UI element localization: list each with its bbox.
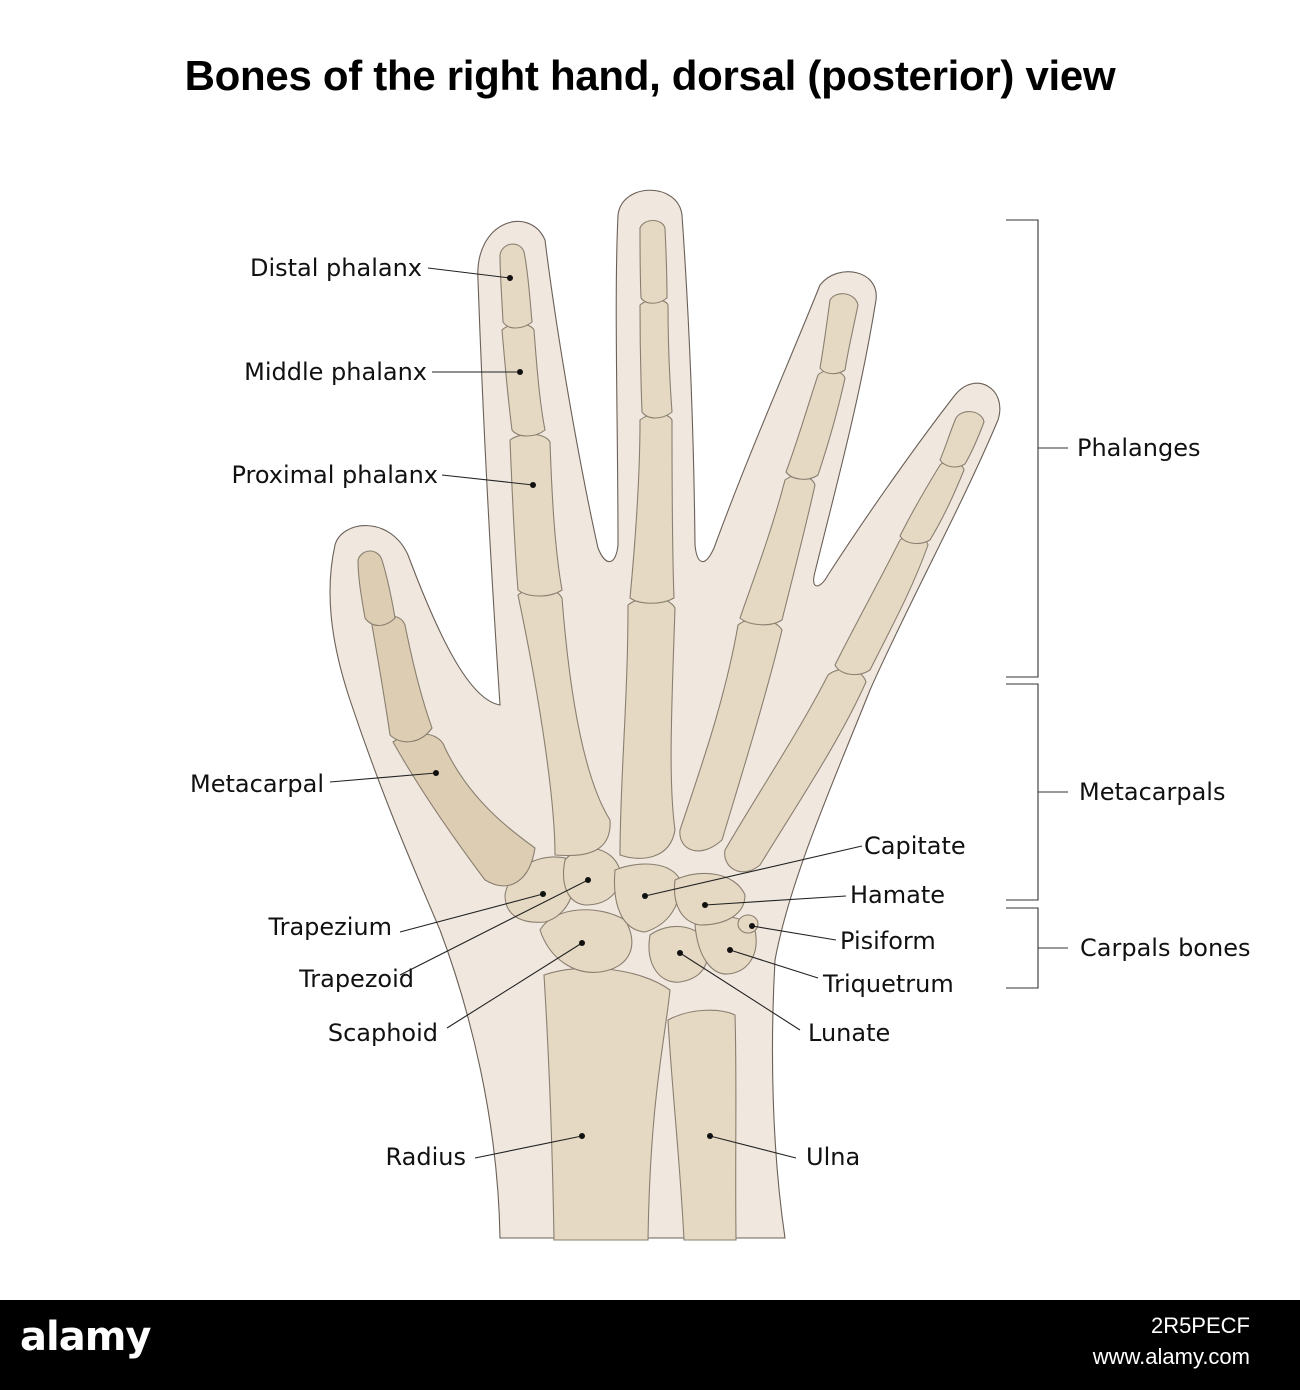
group-label-phalanges: Phalanges (1077, 434, 1200, 462)
pisiform-bone (738, 915, 758, 933)
image-id: 2R5PECF (1151, 1313, 1250, 1339)
group-label-metacarpals: Metacarpals (1079, 778, 1225, 806)
watermark-footer: alamy 2R5PECF www.alamy.com (0, 1300, 1300, 1390)
label-distal-phalanx: Distal phalanx (250, 254, 422, 282)
brand-logo: alamy (20, 1314, 150, 1360)
label-trapezoid: Trapezoid (298, 965, 414, 993)
hand-diagram: Distal phalanx Middle phalanx Proximal p… (0, 0, 1300, 1300)
middle-middle-phalanx (640, 300, 672, 418)
label-radius: Radius (386, 1143, 466, 1171)
label-metacarpal: Metacarpal (190, 770, 324, 798)
label-hamate: Hamate (850, 881, 945, 909)
label-trapezium: Trapezium (267, 913, 392, 941)
site-url: www.alamy.com (1093, 1344, 1250, 1370)
label-triquetrum: Triquetrum (822, 970, 954, 998)
trapezoid-bone (564, 849, 621, 905)
group-brackets (1006, 220, 1068, 988)
group-label-carpals: Carpals bones (1080, 934, 1250, 962)
label-ulna: Ulna (806, 1143, 860, 1171)
label-capitate: Capitate (864, 832, 966, 860)
middle-metacarpal (620, 598, 675, 859)
label-lunate: Lunate (808, 1019, 890, 1047)
label-scaphoid: Scaphoid (328, 1019, 438, 1047)
label-pisiform: Pisiform (840, 927, 936, 955)
label-middle-phalanx: Middle phalanx (244, 358, 427, 386)
middle-distal-phalanx (640, 221, 667, 304)
label-proximal-phalanx: Proximal phalanx (231, 461, 438, 489)
